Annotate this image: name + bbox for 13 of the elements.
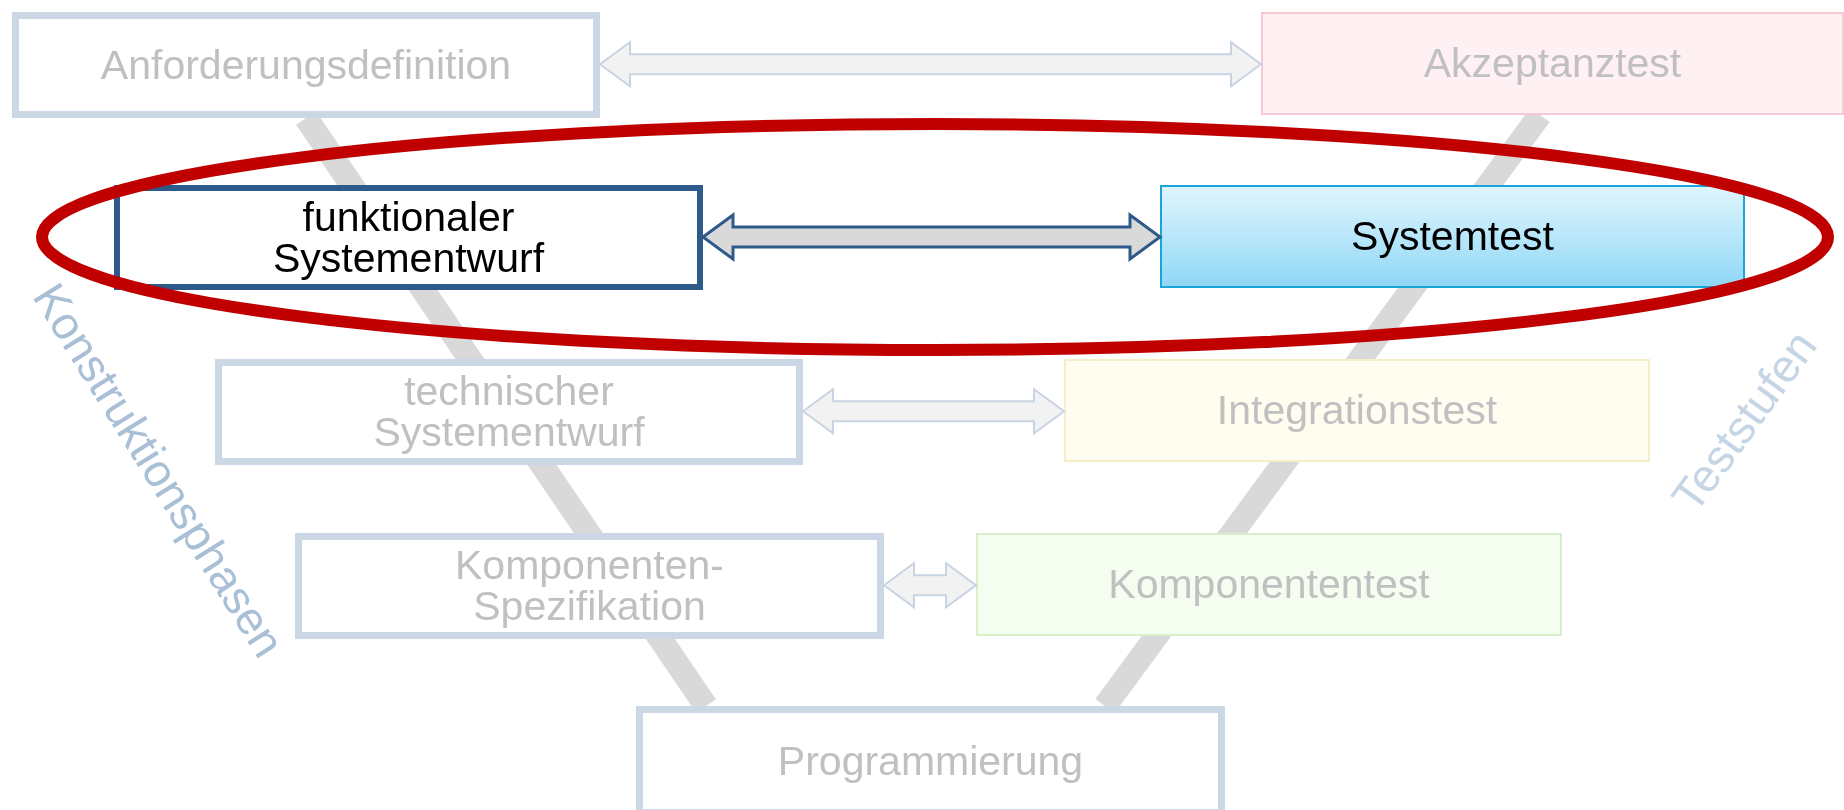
double-arrow — [598, 40, 1263, 89]
phase-box: Anforderungsdefinition — [12, 12, 600, 118]
test-level-box: Systemtest — [1160, 185, 1745, 288]
test-level-box: Komponententest — [976, 533, 1562, 636]
double-arrow — [882, 561, 978, 610]
double-arrow — [801, 387, 1066, 436]
test-level-box: Akzeptanztest — [1261, 12, 1844, 115]
test-level-box: Integrationstest — [1064, 359, 1650, 462]
phase-box: technischer Systementwurf — [215, 359, 803, 465]
double-arrow — [700, 212, 1163, 262]
phase-box: Programmierung — [636, 706, 1225, 810]
phase-box: funktionaler Systementwurf — [114, 185, 703, 290]
phase-box: Komponenten- Spezifikation — [295, 533, 884, 639]
